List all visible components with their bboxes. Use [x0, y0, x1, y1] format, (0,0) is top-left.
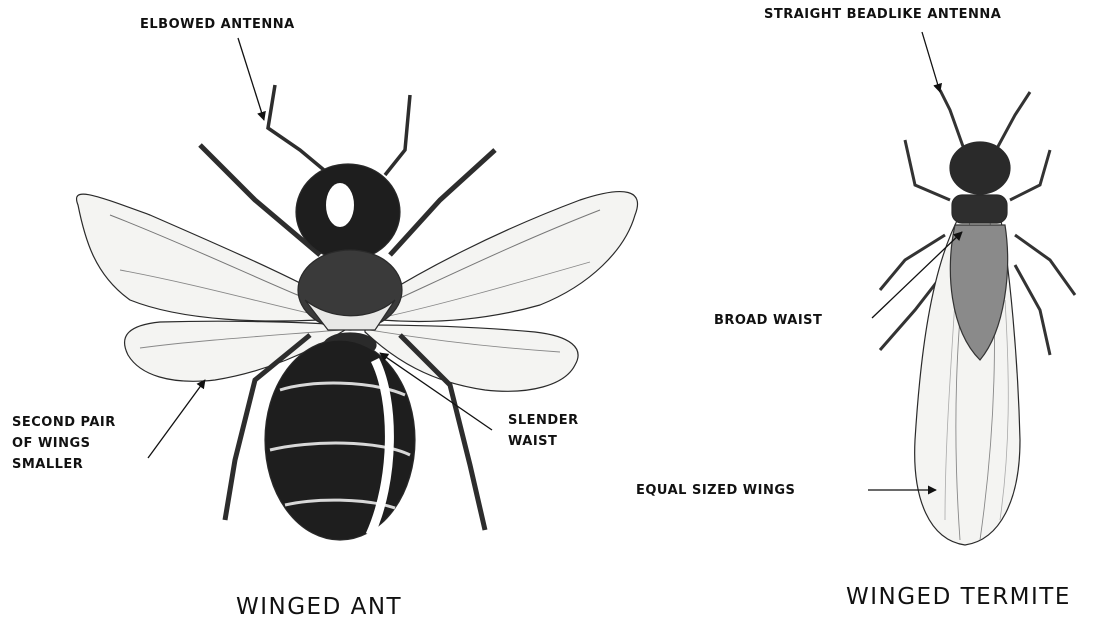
label-slender-waist-line-1: SLENDER — [508, 410, 579, 431]
label-second-pair-wings: SECOND PAIR OF WINGS SMALLER — [12, 412, 116, 475]
label-broad-waist: BROAD WAIST — [714, 310, 822, 331]
pointer-elbowed-antenna — [238, 38, 264, 120]
label-slender-waist: SLENDER WAIST — [508, 410, 579, 452]
label-second-pair-line-1: SECOND PAIR — [12, 412, 116, 433]
caption-winged-termite: WINGED TERMITE — [846, 584, 1071, 610]
label-slender-waist-line-2: WAIST — [508, 431, 579, 452]
pointer-straight-antenna — [922, 32, 940, 92]
winged-termite-drawing — [880, 90, 1075, 545]
termite-thorax — [952, 195, 1007, 223]
label-equal-sized-wings: EQUAL SIZED WINGS — [636, 480, 795, 501]
label-second-pair-line-2: OF WINGS — [12, 433, 116, 454]
pointer-second-pair — [148, 380, 205, 458]
label-elbowed-antenna: ELBOWED ANTENNA — [140, 14, 295, 35]
caption-winged-ant: WINGED ANT — [236, 594, 402, 620]
winged-ant-drawing — [77, 85, 638, 540]
label-straight-beadlike-antenna: STRAIGHT BEADLIKE ANTENNA — [764, 4, 1001, 25]
ant-right-forewing — [360, 192, 638, 322]
termite-head — [950, 142, 1010, 194]
label-second-pair-line-3: SMALLER — [12, 454, 116, 475]
